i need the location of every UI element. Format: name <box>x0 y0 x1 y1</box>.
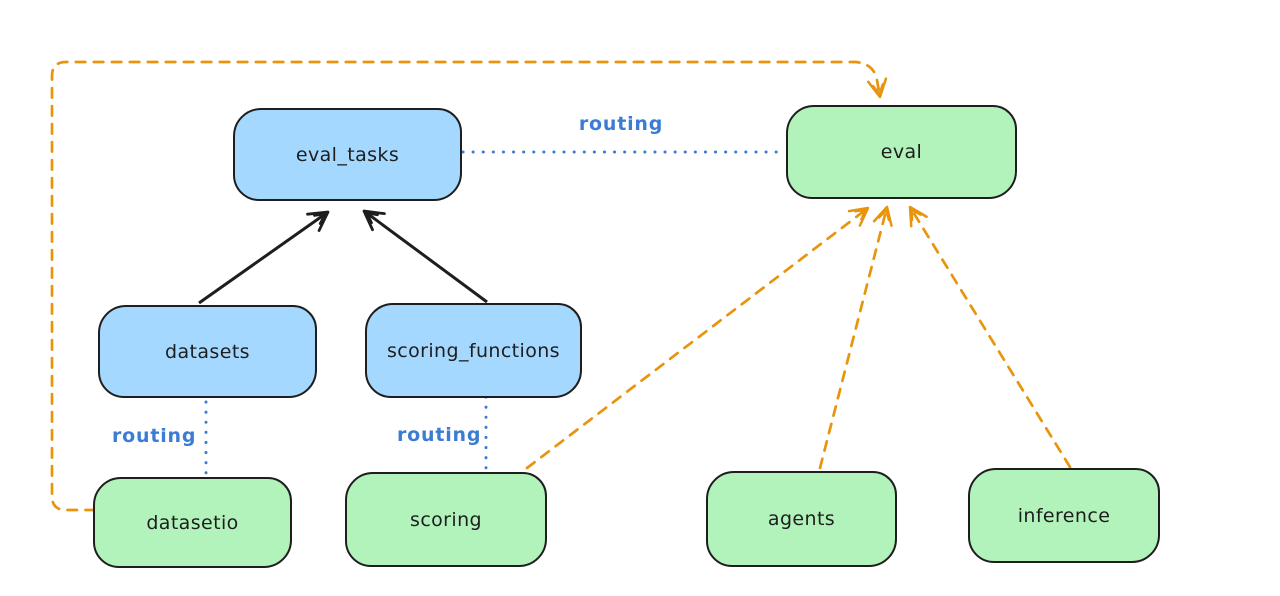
node-eval-label: eval <box>880 141 923 163</box>
edge-agents-to-eval <box>818 205 893 470</box>
node-eval: eval <box>786 105 1017 199</box>
edge-scoring-to-eval <box>525 206 870 470</box>
routing-label-top: routing <box>578 113 664 135</box>
edge-scoring-functions-to-eval-tasks <box>362 209 488 304</box>
node-datasetio-label: datasetio <box>146 511 239 534</box>
node-eval-tasks-label: eval_tasks <box>295 143 400 166</box>
node-scoring-label: scoring <box>410 508 482 531</box>
routing-label-datasets: routing <box>112 425 197 447</box>
edge-datasetio-to-eval-loop <box>50 60 888 512</box>
routing-label-scoring: routing <box>397 424 482 446</box>
edge-inference-to-eval <box>908 205 1072 469</box>
node-scoring: scoring <box>345 472 547 567</box>
node-inference-label: inference <box>1017 504 1111 527</box>
node-scoring-functions-label: scoring_functions <box>387 339 560 362</box>
node-agents-label: agents <box>767 508 836 530</box>
node-scoring-functions: scoring_functions <box>365 303 582 398</box>
edge-datasets-to-eval-tasks <box>198 210 330 305</box>
node-datasetio: datasetio <box>93 477 292 568</box>
node-inference: inference <box>968 468 1160 563</box>
node-datasets: datasets <box>98 305 317 398</box>
node-datasets-label: datasets <box>165 340 250 363</box>
node-agents: agents <box>706 471 897 567</box>
node-eval-tasks: eval_tasks <box>233 108 462 201</box>
